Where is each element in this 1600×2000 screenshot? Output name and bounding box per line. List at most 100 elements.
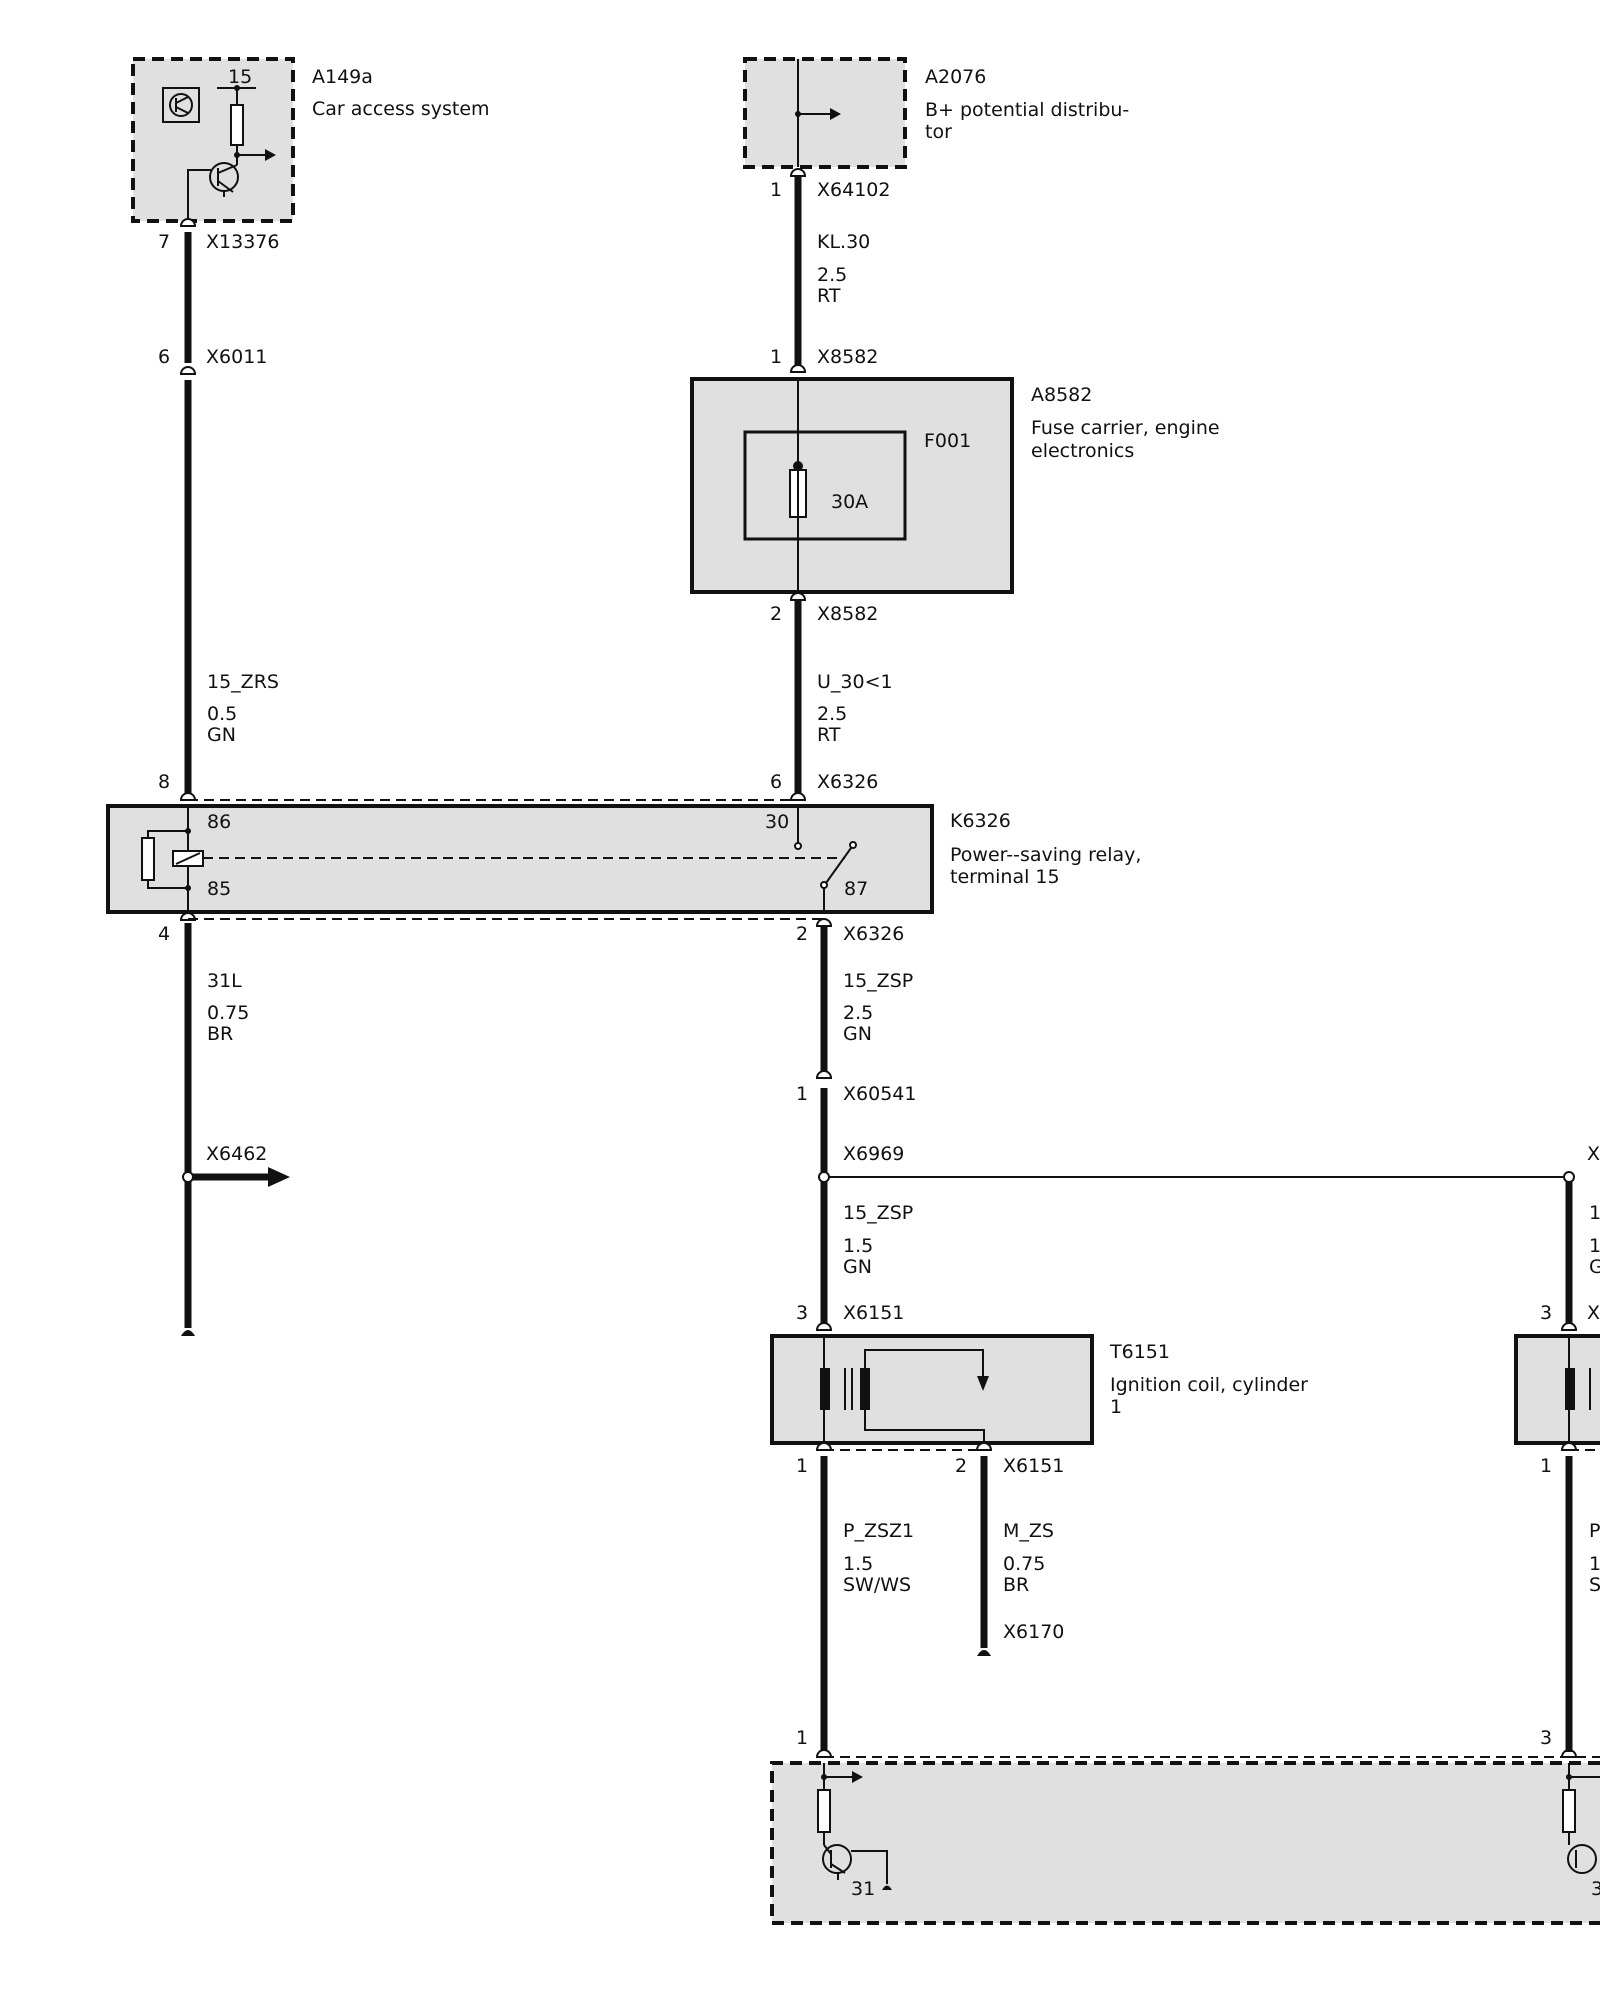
wire-kl30-color: RT <box>817 285 841 307</box>
left-wiring: 7 X13376 6 X6011 15_ZRS 0.5 GN 8 4 31L 0… <box>158 218 290 1336</box>
t6151-name-line2: 1 <box>1110 1396 1122 1418</box>
wire-u30-signal: U_30<1 <box>817 671 893 693</box>
coil-secondary-icon <box>860 1368 870 1410</box>
x6326-pin-4: 4 <box>158 923 170 945</box>
wire-31l-size: 0.75 <box>207 1002 249 1024</box>
x64102-name: X64102 <box>817 179 890 201</box>
x6151-out-name: X6151 <box>1003 1455 1064 1477</box>
x6326-pin-8: 8 <box>158 771 170 793</box>
x8582-out-pin: 2 <box>770 603 782 625</box>
ecu-ground-right-label: 3 <box>1591 1878 1600 1900</box>
ecu-pin-1: 1 <box>796 1727 808 1749</box>
ecu-output-arrow-icon <box>852 1771 863 1783</box>
wire-zrs-color: GN <box>207 724 236 746</box>
right-wire-size-a: 1 <box>1589 1202 1600 1224</box>
a149a-output-arrow-icon <box>265 149 276 161</box>
wire-zsz1-size: 1.5 <box>843 1553 873 1575</box>
lower-center-wiring: 2 X6326 15_ZSP 2.5 GN 1 X60541 X6969 X 1… <box>796 918 1600 1331</box>
x6011-name: X6011 <box>206 346 267 368</box>
right-wire-size-b: 1 <box>1589 1235 1600 1257</box>
right-wire-color: G <box>1589 1256 1600 1278</box>
x13376-pin: 7 <box>158 231 170 253</box>
wire-mzs-size: 0.75 <box>1003 1553 1045 1575</box>
k6326-pin-30: 30 <box>765 811 789 833</box>
k6326-pin-86: 86 <box>207 811 231 833</box>
ecu-resistor-icon <box>817 1789 831 1833</box>
x6326-pin-6: 6 <box>770 771 782 793</box>
x6011-pin: 6 <box>158 346 170 368</box>
f001-box <box>743 430 907 541</box>
right-wire-p-size: 1 <box>1589 1553 1600 1575</box>
right-connector-pin-3: 3 <box>1540 1302 1552 1324</box>
component-control-unit[interactable]: 31 3 <box>770 1749 1600 1925</box>
a2076-id: A2076 <box>925 66 986 88</box>
ecu-right-transistor-icon <box>1567 1844 1597 1874</box>
ground-left-icon <box>181 1330 195 1336</box>
component-a8582[interactable]: F001 30A A8582 Fuse carrier, engine elec… <box>690 377 1220 594</box>
right-connector-pin-1: 1 <box>1540 1455 1552 1477</box>
wire-u30-size: 2.5 <box>817 703 847 725</box>
a2076-box <box>743 57 907 169</box>
a149a-id: A149a <box>312 66 373 88</box>
wire-zsp-a-color: GN <box>843 1023 872 1045</box>
k6326-id: K6326 <box>950 810 1011 832</box>
relay-coil-resistor-icon <box>141 837 155 881</box>
a2076-name-line2: tor <box>925 121 952 143</box>
x6326-top-name: X6326 <box>817 771 878 793</box>
a8582-name-line1: Fuse carrier, engine <box>1031 417 1220 439</box>
x6151-pin-2: 2 <box>955 1455 967 1477</box>
coil-primary-icon <box>820 1368 830 1410</box>
t6151-id: T6151 <box>1109 1341 1170 1363</box>
x6969-name: X6969 <box>843 1143 904 1165</box>
coil-output-wiring: 1 2 X6151 P_ZSZ1 1.5 SW/WS M_ZS 0.75 BR … <box>796 1442 1064 1752</box>
x6969-right-splice[interactable] <box>1563 1171 1575 1183</box>
a149a-resistor-icon <box>230 104 244 146</box>
center-mid-wiring: 2 X8582 U_30<1 2.5 RT 6 X6326 <box>770 592 893 801</box>
right-partial-wiring: 1 1 G 3 X 1 P 1 S 3 <box>1514 1182 1600 1752</box>
x60541-pin: 1 <box>796 1083 808 1105</box>
a149a-box <box>131 57 295 223</box>
ecu-ground-left-label: 31 <box>851 1878 875 1900</box>
a149a-terminal-label: 15 <box>228 66 252 88</box>
wire-zsp-a-size: 2.5 <box>843 1002 873 1024</box>
wire-zsp-b-color: GN <box>843 1256 872 1278</box>
a8582-name-line2: electronics <box>1031 440 1134 462</box>
a149a-chip-transistor-icon <box>169 93 193 117</box>
wire-zsp-b-signal: 15_ZSP <box>843 1202 913 1224</box>
x6151-in-name: X6151 <box>843 1302 904 1324</box>
wire-zsz1-signal: P_ZSZ1 <box>843 1520 914 1542</box>
t6151-name-line1: Ignition coil, cylinder <box>1110 1374 1308 1396</box>
wire-u30-color: RT <box>817 724 841 746</box>
k6326-name-line2: terminal 15 <box>950 866 1060 888</box>
ground-x6170-icon <box>977 1650 991 1656</box>
x6462-splice[interactable] <box>182 1171 194 1183</box>
control-unit-box <box>770 1761 1600 1925</box>
wire-kl30-signal: KL.30 <box>817 231 870 253</box>
x6326-bottom-name: X6326 <box>843 923 904 945</box>
ecu-ground-icon <box>882 1885 892 1890</box>
wire-zsp-b-size: 1.5 <box>843 1235 873 1257</box>
x60541-name: X60541 <box>843 1083 916 1105</box>
relay-switch-icon <box>825 847 852 884</box>
center-top-wiring: 1 X64102 KL.30 2.5 RT 1 X8582 <box>770 168 890 373</box>
wire-mzs-color: BR <box>1003 1574 1029 1596</box>
right-wire-signal: P <box>1589 1520 1600 1542</box>
x6462-name: X6462 <box>206 1143 267 1165</box>
component-a149a[interactable]: 15 A149a Car access system <box>131 57 490 223</box>
component-a2076[interactable]: A2076 B+ potential distribu- tor <box>743 57 1129 169</box>
right-connector-name: X <box>1587 1302 1600 1324</box>
k6326-name-line1: Power--saving relay, <box>950 844 1141 866</box>
x6326-pin-2: 2 <box>796 923 808 945</box>
a2076-name-line1: B+ potential distribu- <box>925 99 1129 121</box>
wire-zrs-signal: 15_ZRS <box>207 671 279 693</box>
x6462-arrow-icon <box>268 1167 290 1187</box>
a8582-id: A8582 <box>1031 384 1092 406</box>
x8582-in-pin: 1 <box>770 346 782 368</box>
wire-zsz1-color: SW/WS <box>843 1574 911 1596</box>
x8582-out-name: X8582 <box>817 603 878 625</box>
component-k6326[interactable]: 86 85 30 87 K6326 Power--saving relay, t… <box>106 799 1141 920</box>
component-t6151[interactable]: T6151 Ignition coil, cylinder 1 <box>770 1334 1308 1445</box>
x6969-splice[interactable] <box>818 1171 830 1183</box>
wire-31l-color: BR <box>207 1023 233 1045</box>
